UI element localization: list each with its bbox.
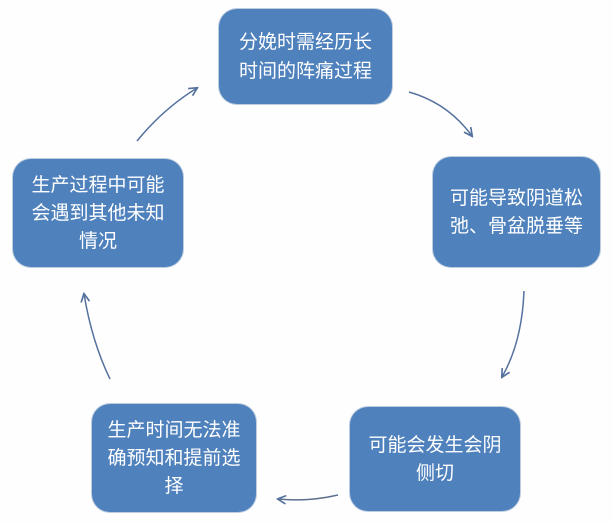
node-unpredictable-timing: 生产时间无法准确预知和提前选择 [92,404,256,512]
node-label: 生产过程中可能会遇到其他未知情况 [31,173,165,253]
node-label: 可能导致阴道松弛、骨盆脱垂等 [449,186,583,237]
arrow-bottom-right-to-bottom-left [278,494,339,500]
node-label: 生产时间无法准确预知和提前选择 [107,418,241,498]
node-vaginal-laxity: 可能导致阴道松弛、骨盆脱垂等 [433,157,600,267]
node-labor-pain: 分娩时需经历长时间的阵痛过程 [219,9,392,104]
node-label: 可能会发生会阴侧切 [368,433,502,484]
node-unknown-situations: 生产过程中可能会遇到其他未知情况 [13,159,183,267]
node-episiotomy: 可能会发生会阴侧切 [350,407,520,511]
arrow-bottom-left-to-left [84,294,111,380]
arrow-left-to-top [136,88,197,142]
arrow-right-to-bottom-right [502,290,525,377]
node-label: 分娩时需经历长时间的阵痛过程 [238,31,372,82]
arrow-top-to-right [408,91,472,136]
